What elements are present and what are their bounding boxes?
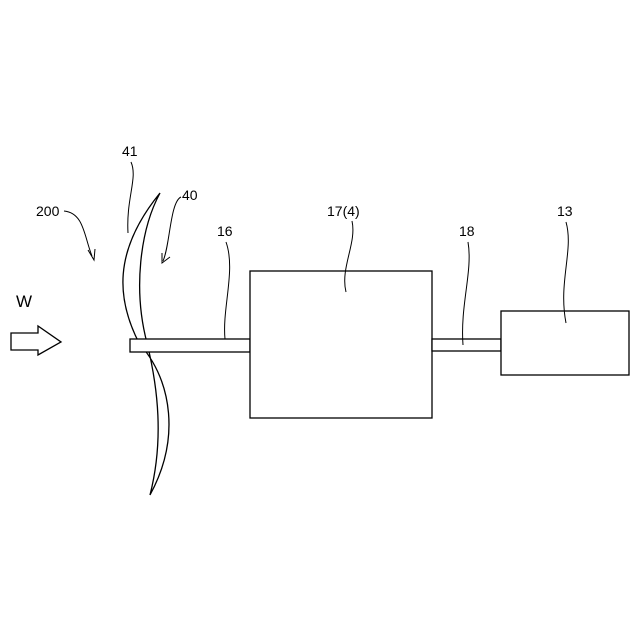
leader-blade-assembly (163, 197, 181, 261)
blade-lower (139, 343, 169, 495)
label-generator: 13 (557, 203, 573, 219)
leader-generator (564, 222, 569, 323)
label-rotor: 200 (36, 203, 60, 219)
main-shaft (130, 339, 250, 352)
leader-main-shaft (225, 242, 230, 339)
label-blade-assembly: 40 (182, 187, 198, 203)
gearbox-box (250, 271, 432, 418)
leader-blade (128, 162, 133, 233)
output-shaft (432, 339, 501, 351)
leader-output-shaft (463, 242, 470, 345)
generator-box (501, 311, 629, 375)
label-main-shaft: 16 (217, 223, 233, 239)
label-blade: 41 (122, 143, 138, 159)
leader-rotor (64, 211, 92, 256)
label-wind: W (16, 292, 32, 311)
label-output-shaft: 18 (459, 223, 475, 239)
leader-blade-assembly-arrowhead (162, 253, 170, 263)
label-gearbox: 17(4) (327, 203, 360, 219)
wind-arrow (11, 326, 61, 355)
